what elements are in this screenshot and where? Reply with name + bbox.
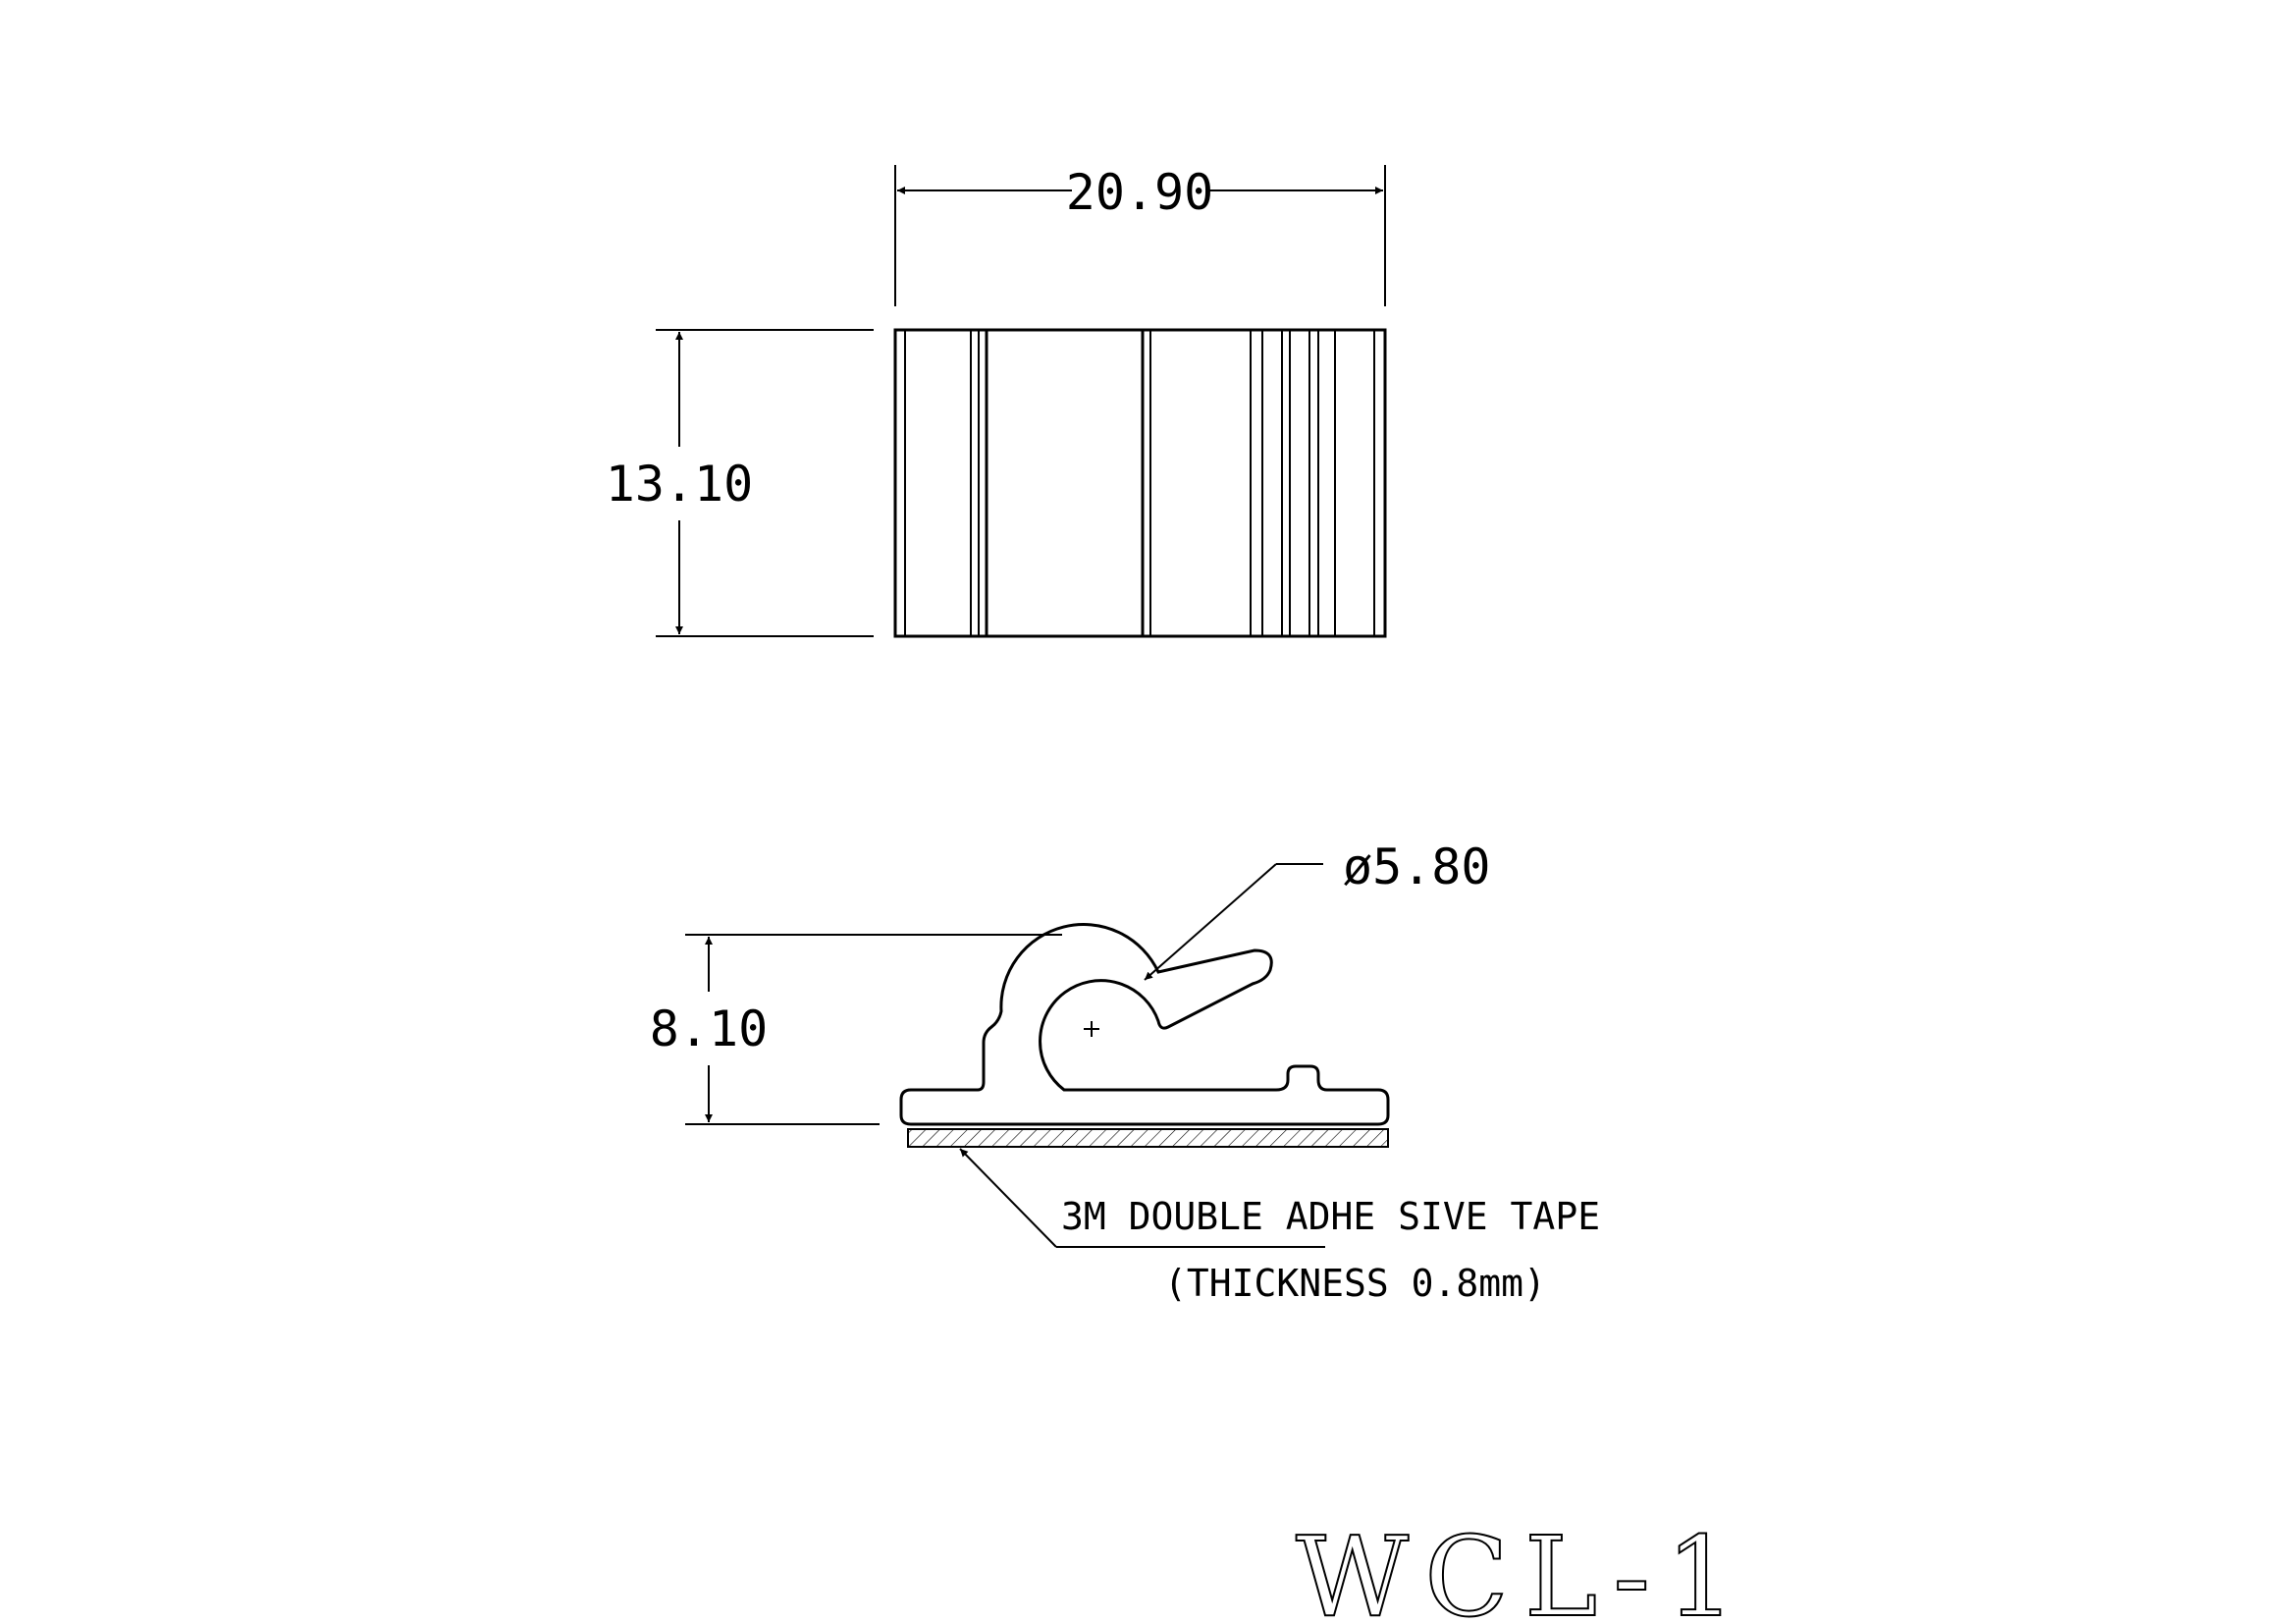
tape-note-line2: (THICKNESS 0.8mm) bbox=[1164, 1262, 1546, 1305]
width-dimension: 20.90 bbox=[894, 164, 1386, 306]
tape-leader: 3M DOUBLE ADHE SIVE TAPE (THICKNESS 0.8m… bbox=[959, 1148, 1600, 1305]
part-number: WCL-1 bbox=[1296, 1514, 1751, 1623]
adhesive-tape bbox=[907, 1128, 1389, 1148]
hole-center-mark bbox=[1084, 1021, 1099, 1037]
hole-diameter-label: ø5.80 bbox=[1343, 839, 1491, 895]
height-dimension-side: 8.10 bbox=[650, 934, 1062, 1125]
side-view: 8.10 ø5.80 3M DOUBLE ADHE SIVE TAPE (THI… bbox=[650, 839, 1600, 1305]
diameter-leader: ø5.80 bbox=[1144, 839, 1491, 981]
clip-top-outline bbox=[893, 328, 1387, 638]
height-dimension-top-label: 13.10 bbox=[606, 456, 754, 513]
width-dimension-label: 20.90 bbox=[1066, 164, 1214, 221]
height-dimension-side-label: 8.10 bbox=[650, 1001, 768, 1057]
top-view: 20.90 13.10 bbox=[606, 164, 1387, 638]
clip-side-profile bbox=[899, 923, 1390, 1126]
tape-note-line1: 3M DOUBLE ADHE SIVE TAPE bbox=[1061, 1195, 1600, 1238]
height-dimension-top: 13.10 bbox=[606, 329, 874, 637]
